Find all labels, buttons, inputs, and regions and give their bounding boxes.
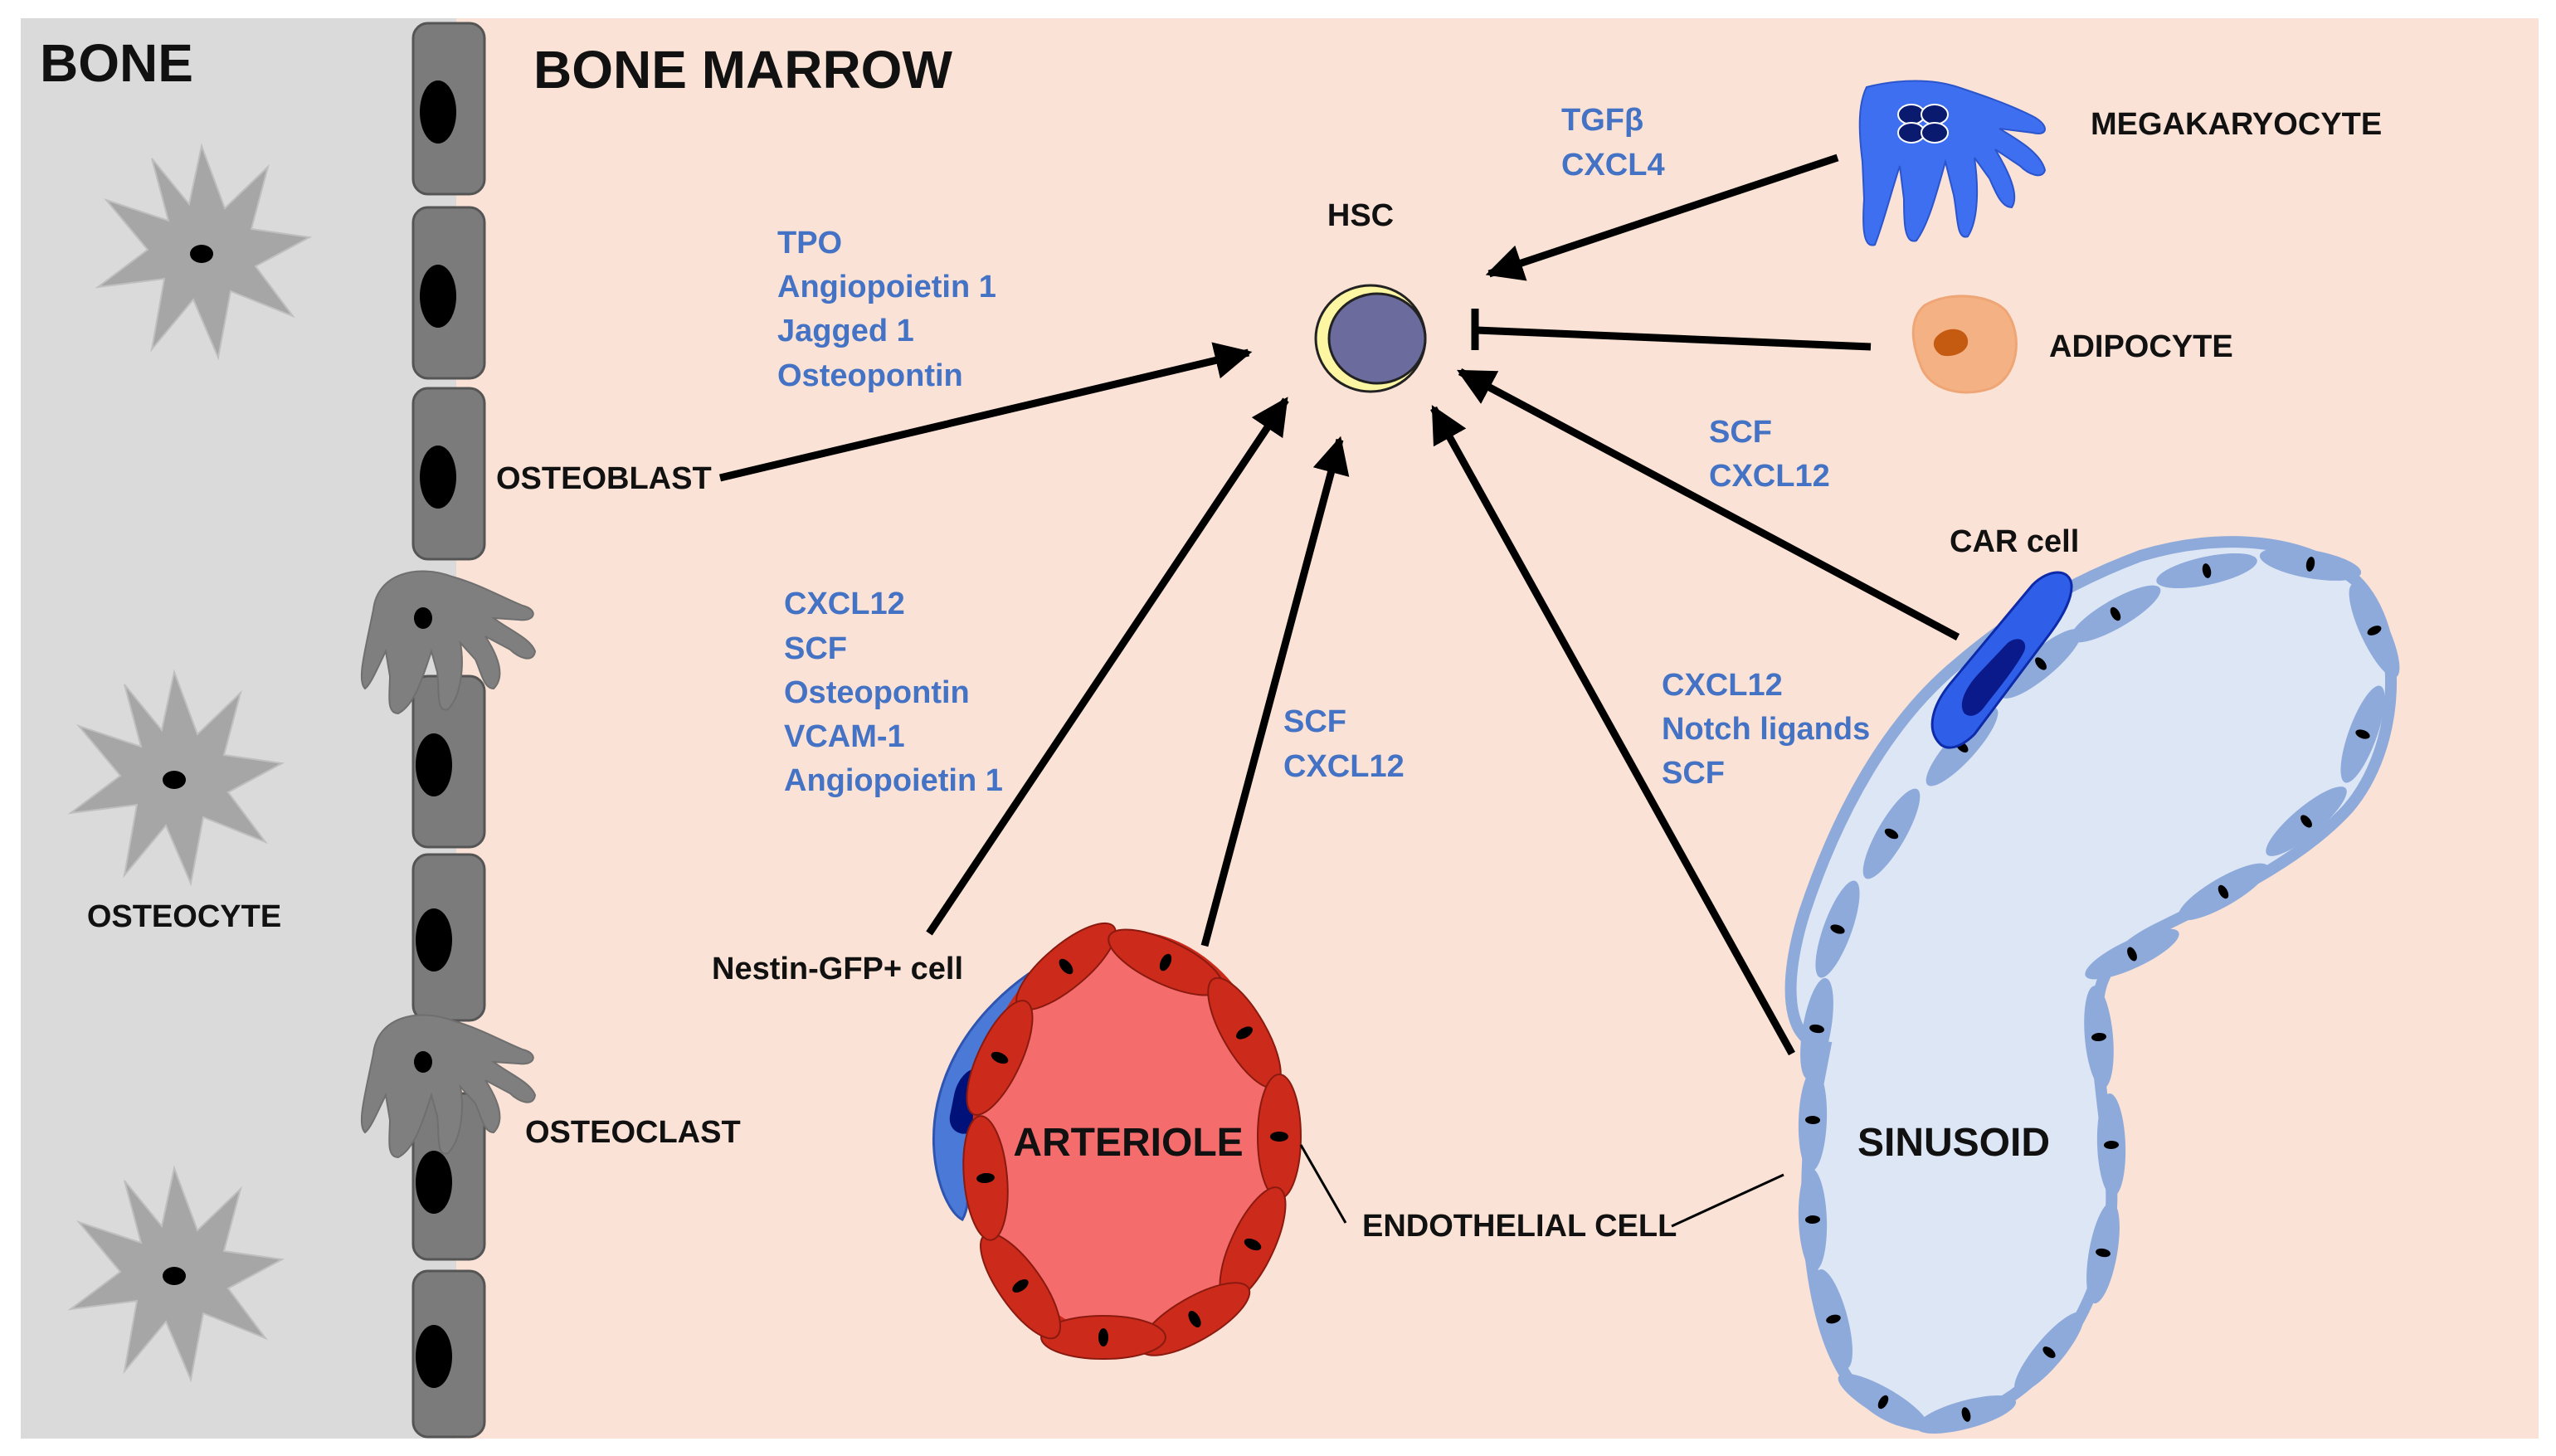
signal-arrows	[718, 153, 1960, 1056]
arteriole-factors: SCF CXCL12	[1283, 704, 1405, 784]
nestin-gfp-cell-label: Nestin-GFP+ cell	[712, 952, 963, 986]
factor-text: CXCL12	[1283, 749, 1405, 784]
factor-text: SCF	[1283, 704, 1346, 739]
inhibition-adipocyte-to-hsc	[1476, 326, 1872, 351]
nestin-factors: CXCL12 SCF Osteopontin VCAM-1 Angiopoiet…	[784, 587, 1003, 798]
megakaryocyte-factors: TGFβ CXCL4	[1561, 103, 1665, 183]
arrow-car-to-hsc	[1457, 368, 1960, 640]
megakaryocyte-cell	[1858, 80, 2047, 246]
factor-text: TPO	[777, 226, 842, 261]
osteoblast-factors: TPO Angiopoietin 1 Jagged 1 Osteopontin	[777, 226, 996, 393]
factor-text: TGFβ	[1561, 103, 1643, 138]
sinusoid-label: SINUSOID	[1857, 1121, 2050, 1165]
factor-text: Notch ligands	[1662, 712, 1870, 747]
car-cell-factors: SCF CXCL12	[1709, 415, 1830, 494]
adipocyte-label: ADIPOCYTE	[2049, 329, 2233, 364]
lining-cell-nucleus	[420, 80, 456, 144]
car-cell-label: CAR cell	[1950, 524, 2079, 559]
adipocyte-cell	[1911, 295, 2018, 394]
factor-text: CXCL12	[784, 587, 905, 621]
factor-text: Jagged 1	[777, 314, 914, 348]
factor-text: Osteopontin	[784, 675, 970, 710]
factor-text: CXCL4	[1561, 148, 1665, 183]
sinusoid-factors: CXCL12 Notch ligands SCF	[1662, 668, 1870, 791]
arrow-megakaryocyte-to-hsc	[1485, 153, 1839, 281]
arteriole-label: ARTERIOLE	[1013, 1121, 1243, 1165]
lining-cell-nucleus	[420, 446, 456, 509]
bone-title: BONE	[40, 33, 193, 93]
megakaryocyte-nucleus	[1897, 104, 1949, 144]
arrow-nestin-to-hsc	[926, 397, 1289, 936]
arrow-osteoblast-to-hsc	[718, 342, 1253, 482]
bone-lining-cells	[411, 22, 486, 1439]
arteriole-endothelial-cells	[962, 922, 1302, 1360]
factor-text: SCF	[784, 631, 847, 666]
endothelial-cell-label: ENDOTHELIAL CELL	[1362, 1209, 1677, 1244]
lining-cell-nucleus	[416, 733, 452, 796]
factor-text: SCF	[1709, 415, 1772, 450]
bone-marrow-title: BONE MARROW	[533, 40, 952, 100]
factor-text: Angiopoietin 1	[784, 763, 1003, 798]
hsc-label: HSC	[1327, 198, 1394, 233]
factor-text: Osteopontin	[777, 358, 963, 393]
lining-cell-nucleus	[416, 1325, 452, 1388]
megakaryocyte-label: MEGAKARYOCYTE	[2091, 107, 2382, 142]
factor-text: VCAM-1	[784, 719, 905, 754]
factor-text: CXCL12	[1709, 459, 1830, 494]
arrow-arteriole-to-hsc	[1200, 436, 1350, 947]
factor-text: Angiopoietin 1	[777, 270, 996, 304]
osteoblast-label: OSTEOBLAST	[496, 461, 712, 496]
lining-cell-nucleus	[416, 1151, 452, 1214]
endothelial-pointer-lines	[1299, 1144, 1784, 1228]
factor-text: SCF	[1662, 756, 1725, 791]
car-cell	[1930, 571, 2073, 749]
osteoclast-label: OSTEOCLAST	[525, 1115, 741, 1150]
lining-cell-nucleus	[420, 265, 456, 328]
lining-cell-nucleus	[416, 908, 452, 971]
arrow-sinusoid-to-hsc	[1430, 405, 1795, 1056]
sinusoid-endothelial-cells	[1798, 548, 2400, 1434]
osteocyte-label: OSTEOCYTE	[87, 899, 281, 934]
factor-text: CXCL12	[1662, 668, 1783, 703]
hsc-cell	[1314, 284, 1427, 393]
